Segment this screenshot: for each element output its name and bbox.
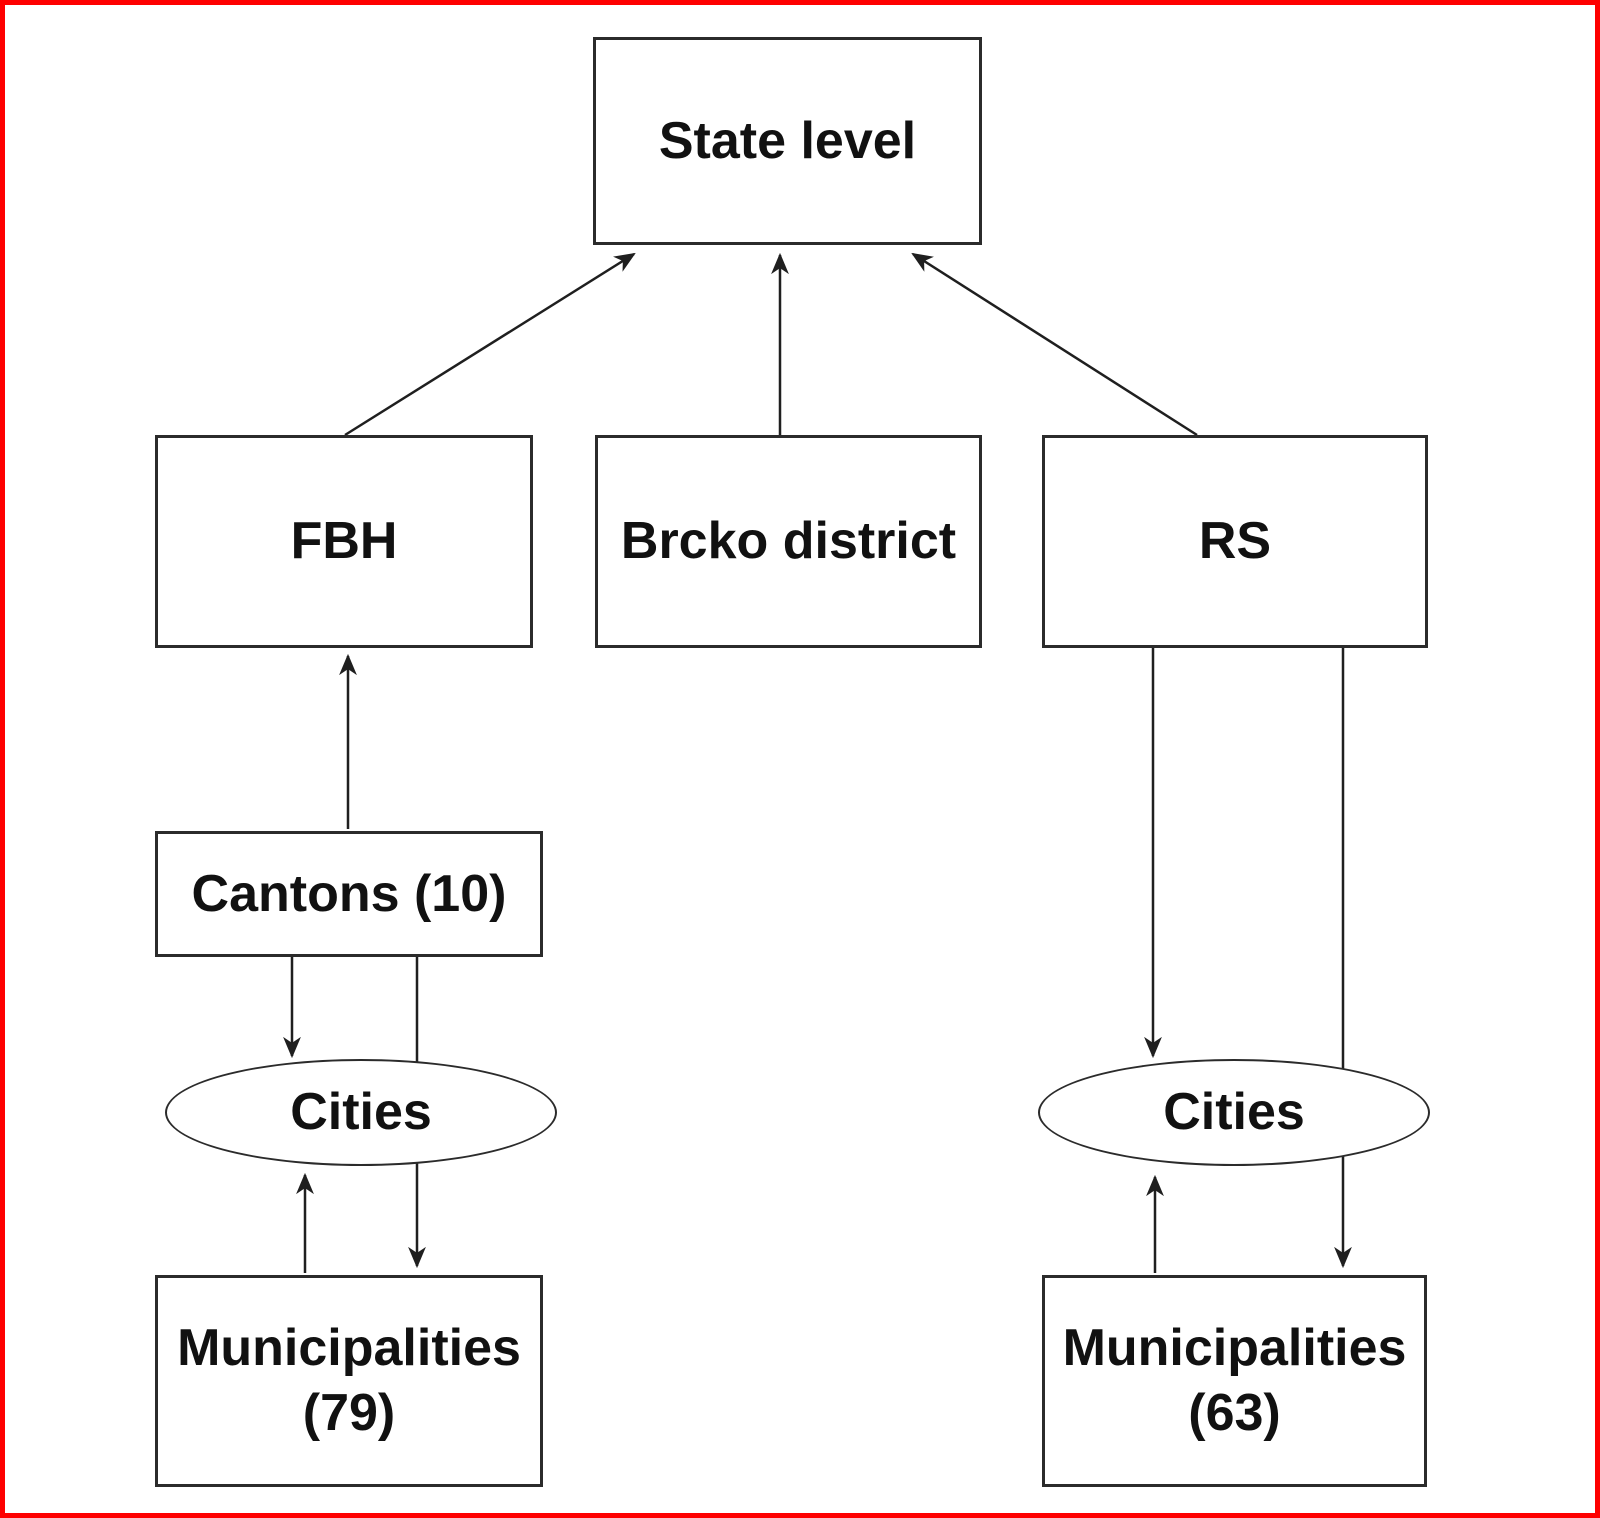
node-label: Cities <box>1163 1083 1305 1141</box>
node-label: Municipalities <box>177 1319 521 1377</box>
node-brcko-district: Brcko district <box>595 435 982 648</box>
node-label: Cantons (10) <box>191 864 507 923</box>
node-municipalities-fbh: Municipalities (79) <box>155 1275 543 1487</box>
node-state-level: State level <box>593 37 982 245</box>
node-label: Cities <box>290 1083 432 1141</box>
node-cantons: Cantons (10) <box>155 831 543 957</box>
node-municipalities-rs: Municipalities (63) <box>1042 1275 1427 1487</box>
node-label: Municipalities <box>1062 1319 1407 1377</box>
node-label: RS <box>1198 512 1272 570</box>
node-count: (79) <box>302 1384 396 1442</box>
edge-fbh-to-state <box>344 252 636 437</box>
node-count: (63) <box>1188 1384 1281 1442</box>
node-label: State level <box>658 111 917 170</box>
node-rs: RS <box>1042 435 1428 648</box>
node-label: Brcko district <box>620 512 957 570</box>
node-label: FBH <box>290 512 398 570</box>
node-cities-rs: Cities <box>1038 1059 1430 1166</box>
node-fbh: FBH <box>155 435 533 648</box>
node-cities-fbh: Cities <box>165 1059 557 1166</box>
edge-rs-to-state <box>911 252 1198 437</box>
